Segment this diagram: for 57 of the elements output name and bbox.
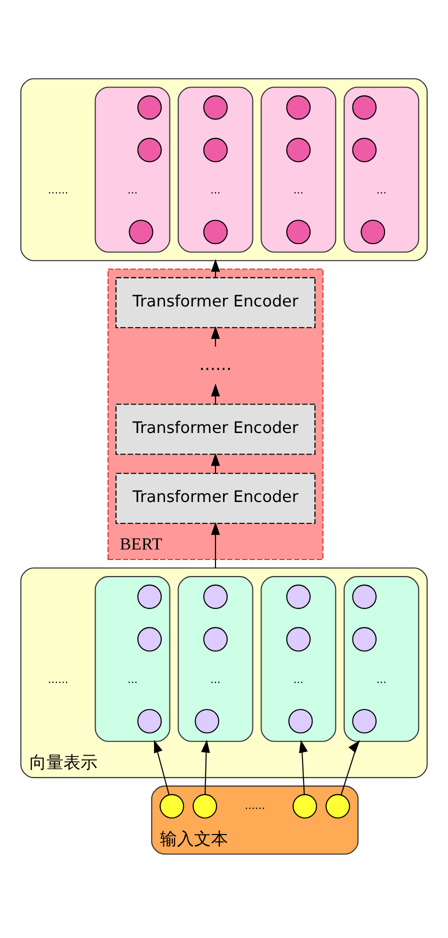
node-circle [203,137,228,162]
node-circle [137,626,162,652]
arrow [340,740,360,795]
node-circle [326,794,350,818]
node-circle [288,708,313,733]
node-circle [160,794,184,818]
node-circle [137,708,162,733]
cluster [260,576,336,742]
node-circle [137,94,162,120]
arrow [211,522,220,568]
node-box: Transformer Encoder [116,276,316,328]
label: ... [293,183,304,196]
node-circle [286,219,311,244]
node-text: ...... [199,354,232,374]
node-circle [203,626,228,652]
node-circle [352,708,377,733]
cluster [94,576,170,742]
node-circle [203,94,228,120]
node-circle [352,94,377,120]
cluster [260,86,336,252]
node-circle [352,584,377,608]
cluster [20,78,428,261]
cluster [94,86,170,252]
node-circle [292,794,318,818]
node-circle [286,626,311,652]
node-circle [352,626,377,652]
label: ... [376,183,386,196]
arrow [201,739,210,794]
cluster [344,576,420,742]
node-circle [203,584,228,608]
label: ... [210,672,221,686]
arrow [154,739,170,794]
cluster [178,576,254,742]
label: ...... [244,798,265,812]
label: ...... [48,672,68,686]
node-circle [360,219,386,244]
node-circle [286,94,311,120]
node-circle [203,219,228,244]
node-circle [352,137,377,162]
label: ...... [48,183,68,196]
node-circle [137,137,162,162]
node-circle [137,584,162,608]
node-circle [286,584,311,608]
node-box: Transformer Encoder [116,472,316,524]
label: ... [127,672,138,686]
cluster [344,86,420,252]
label: ... [293,672,304,686]
node-circle [128,219,154,244]
label: ... [210,183,221,196]
cluster [178,86,254,252]
node-circle [194,708,220,733]
node-circle [192,794,218,818]
node-circle [286,137,311,162]
label: ... [376,672,386,686]
node-box: Transformer Encoder [116,403,316,454]
label: ... [127,183,138,196]
arrow [299,739,308,794]
